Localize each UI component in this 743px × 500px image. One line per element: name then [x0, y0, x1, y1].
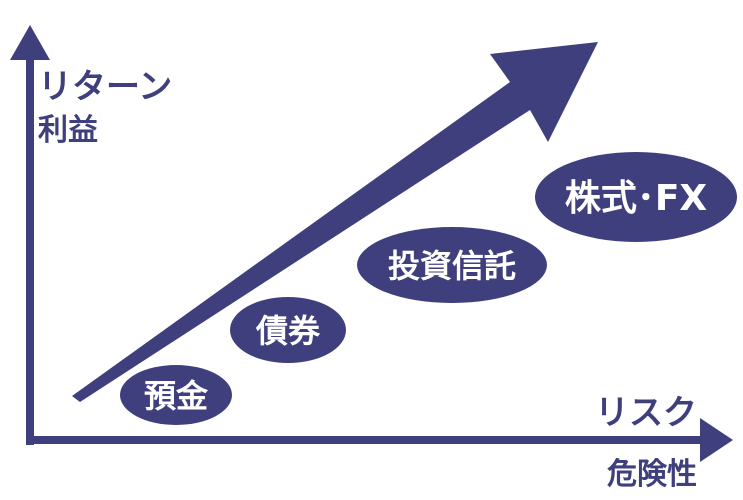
item-ellipse-stock-fx	[535, 152, 737, 242]
item-label-stock-fx: 株式･FX	[565, 178, 708, 219]
item-label-deposit: 預金	[144, 377, 209, 415]
item-label-trust: 投資信託	[388, 247, 516, 285]
x-axis-label-risk: リスク	[595, 393, 697, 433]
item-ellipse-deposit	[120, 365, 232, 425]
item-ellipse-bond	[230, 297, 346, 363]
y-axis-label-return: リターン	[38, 67, 172, 107]
x-axis-arrowhead	[700, 418, 733, 462]
y-axis-line	[26, 55, 34, 445]
growth-arrow	[72, 42, 598, 402]
item-label-bond: 債券	[255, 312, 321, 350]
x-axis-label-danger: 危険性	[607, 457, 697, 492]
y-axis-label-profit: 利益	[38, 113, 98, 148]
y-axis-arrowhead	[10, 25, 50, 60]
item-ellipse-trust	[357, 227, 547, 303]
x-axis-line	[26, 436, 706, 444]
